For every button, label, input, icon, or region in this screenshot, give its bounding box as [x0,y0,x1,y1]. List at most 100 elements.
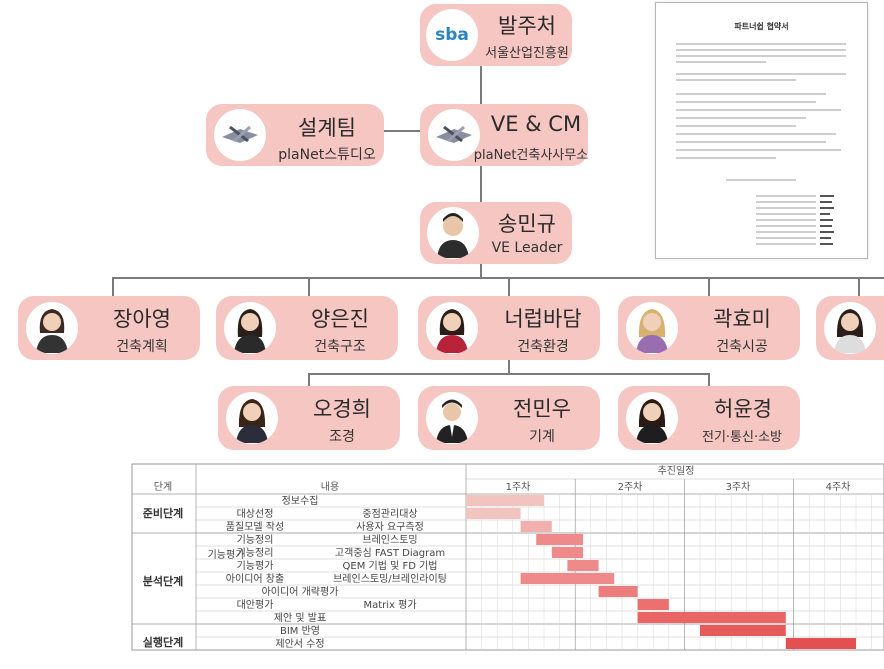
member-node: 너럽바담 건축환경 [418,296,600,360]
stage-label: 실행단계 [143,635,183,649]
text-line [676,125,796,127]
gantt-bar [466,508,521,519]
member-photo [426,392,478,444]
vecm-node: VE & CM plaNet건축사사무소 [420,104,588,166]
text-line [676,49,846,51]
member-role: 건축계획 [116,339,168,355]
signature [820,201,832,203]
connector-row1-a [112,277,114,297]
member-role: 건축구조 [314,339,366,355]
member-role: 조경 [329,429,355,445]
connector-row1-c [508,277,510,297]
connector-row1-bus [112,277,884,279]
connector-row2-bus [308,373,710,375]
task-label: 제안 및 발표 [274,612,326,624]
sba-logo-text: sba [435,25,469,45]
connector-row2-up [508,360,510,374]
leader-role: VE Leader [491,240,563,256]
partnership-agreement-document: 파트너쉽 협약서 [655,2,868,259]
client-subtitle: 서울산업진흥원 [485,46,569,61]
signature [820,207,834,209]
member-node: 허윤경 전기·통신·소방 [618,386,800,450]
agreement-title: 파트너쉽 협약서 [734,22,789,31]
gantt-bar [700,625,786,636]
member-photo [426,302,478,354]
member-node: 오경희 조경 [218,386,400,450]
member-name: 곽효미 [713,307,771,331]
header-stage: 단계 [154,481,172,493]
member-name: 너럽바담 [504,307,582,331]
gantt-bar [637,612,786,623]
connector-row1-b [308,277,310,297]
gantt-bar [551,547,583,558]
text-line [676,43,846,45]
planet-logo-icon [428,109,480,161]
gantt-bar [466,495,544,506]
vecm-title: VE & CM [490,112,582,136]
member-photo [226,392,278,444]
member-node: 장아영 건축계획 [18,296,200,360]
text-line [676,79,796,81]
header-schedule: 추진일정 [658,465,695,477]
member-role: 기계 [529,429,555,445]
signature-line [756,231,816,233]
week-label: 3주차 [726,481,751,493]
vecm-subtitle: plaNet건축사사무소 [473,148,589,163]
client-title: 발주처 [498,14,556,38]
header-content: 내용 [321,481,339,493]
connector-row1-e [858,277,860,297]
task-label: 대안평가 [237,599,274,611]
client-node: sba 발주처 서울산업진흥원 [420,4,572,66]
task-detail: QEM 기법 및 FD 기법 [343,560,438,572]
sba-logo: sba [426,9,478,61]
task-label: 대상선정 [237,508,274,520]
task-detail: 브레인스토밍 [362,534,417,546]
design-team-subtitle: plaNet스튜디오 [278,147,376,163]
gantt-bar [520,573,615,584]
member-name: 허윤경 [714,397,772,421]
signature-line [756,195,816,197]
task-label: 품질모델 작성 [226,521,284,533]
member-name: 양은진 [311,307,369,331]
week-label: 2주차 [618,481,643,493]
gantt-bar [785,638,856,649]
member-name: 장아영 [113,307,171,331]
task-detail: Matrix 평가 [363,599,416,611]
task-detail: 중점관리대상 [362,508,417,520]
task-label: 정보수집 [282,495,319,507]
signature [820,231,834,233]
task-label: 제안서 수정 [275,638,324,650]
member-role: 건축시공 [716,339,768,355]
text-line [676,101,816,103]
gantt-bar [637,599,669,610]
gantt-bar [520,521,552,532]
task-label: 아이디어 창출 [226,573,284,585]
text-line [676,61,766,63]
member-photo [224,302,276,354]
task-label: 기능정리 [237,547,274,559]
signature [820,225,832,227]
planet-logo-icon [214,109,266,161]
week-label: 4주차 [826,481,851,493]
signature-line [756,243,816,245]
member-role: 전기·통신·소방 [701,430,783,445]
task-label: 아이디어 개략평가 [262,586,339,598]
member-node: 곽효미 건축시공 [618,296,800,360]
connector-vecm-leader [480,166,482,202]
gantt-bar [567,560,599,571]
stage-label: 준비단계 [143,506,183,520]
text-line [676,73,846,75]
member-photo [26,302,78,354]
text-line [676,157,776,159]
task-label: BIM 반영 [280,625,320,637]
member-name: 전민우 [513,397,571,421]
gantt-bar [598,586,638,597]
signature-line [756,213,816,215]
text-line [676,117,806,119]
week-label: 1주차 [506,481,531,493]
stage-label: 분석단계 [143,574,183,588]
member-photo [626,302,678,354]
connector-design-vecm [384,130,420,132]
leader-node: 송민규 VE Leader [420,202,572,264]
